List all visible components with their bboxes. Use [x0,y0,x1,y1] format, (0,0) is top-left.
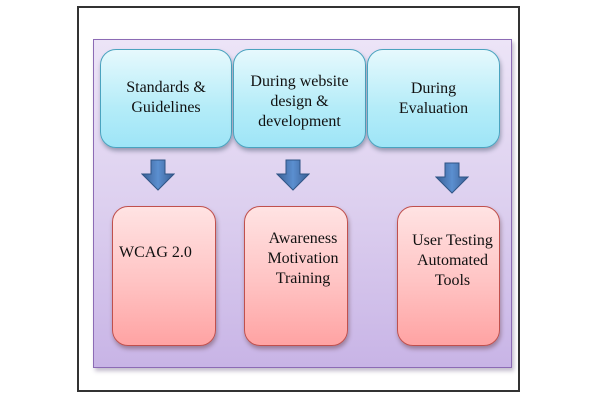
down-arrow-icon [435,162,469,194]
outcome-box-wcag: WCAG 2.0 [112,206,216,346]
phase-label-design-development: During website design & development [250,73,349,130]
phase-label-standards: Standards & Guidelines [126,79,206,116]
phase-box-design-development: During website design & development [233,49,366,148]
phase-box-evaluation: During Evaluation [367,49,500,148]
phase-label-evaluation: During Evaluation [398,80,469,117]
outcome-label-testing: User Testing Automated Tools [412,232,493,289]
down-arrow-icon [141,159,175,191]
outcome-box-testing: User Testing Automated Tools [397,206,500,346]
phase-box-standards: Standards & Guidelines [100,49,232,148]
down-arrow-icon [276,159,310,191]
outcome-box-awareness: Awareness Motivation Training [244,206,348,346]
outcome-label-wcag: WCAG 2.0 [119,244,192,261]
outcome-label-awareness: Awareness Motivation Training [267,230,339,287]
